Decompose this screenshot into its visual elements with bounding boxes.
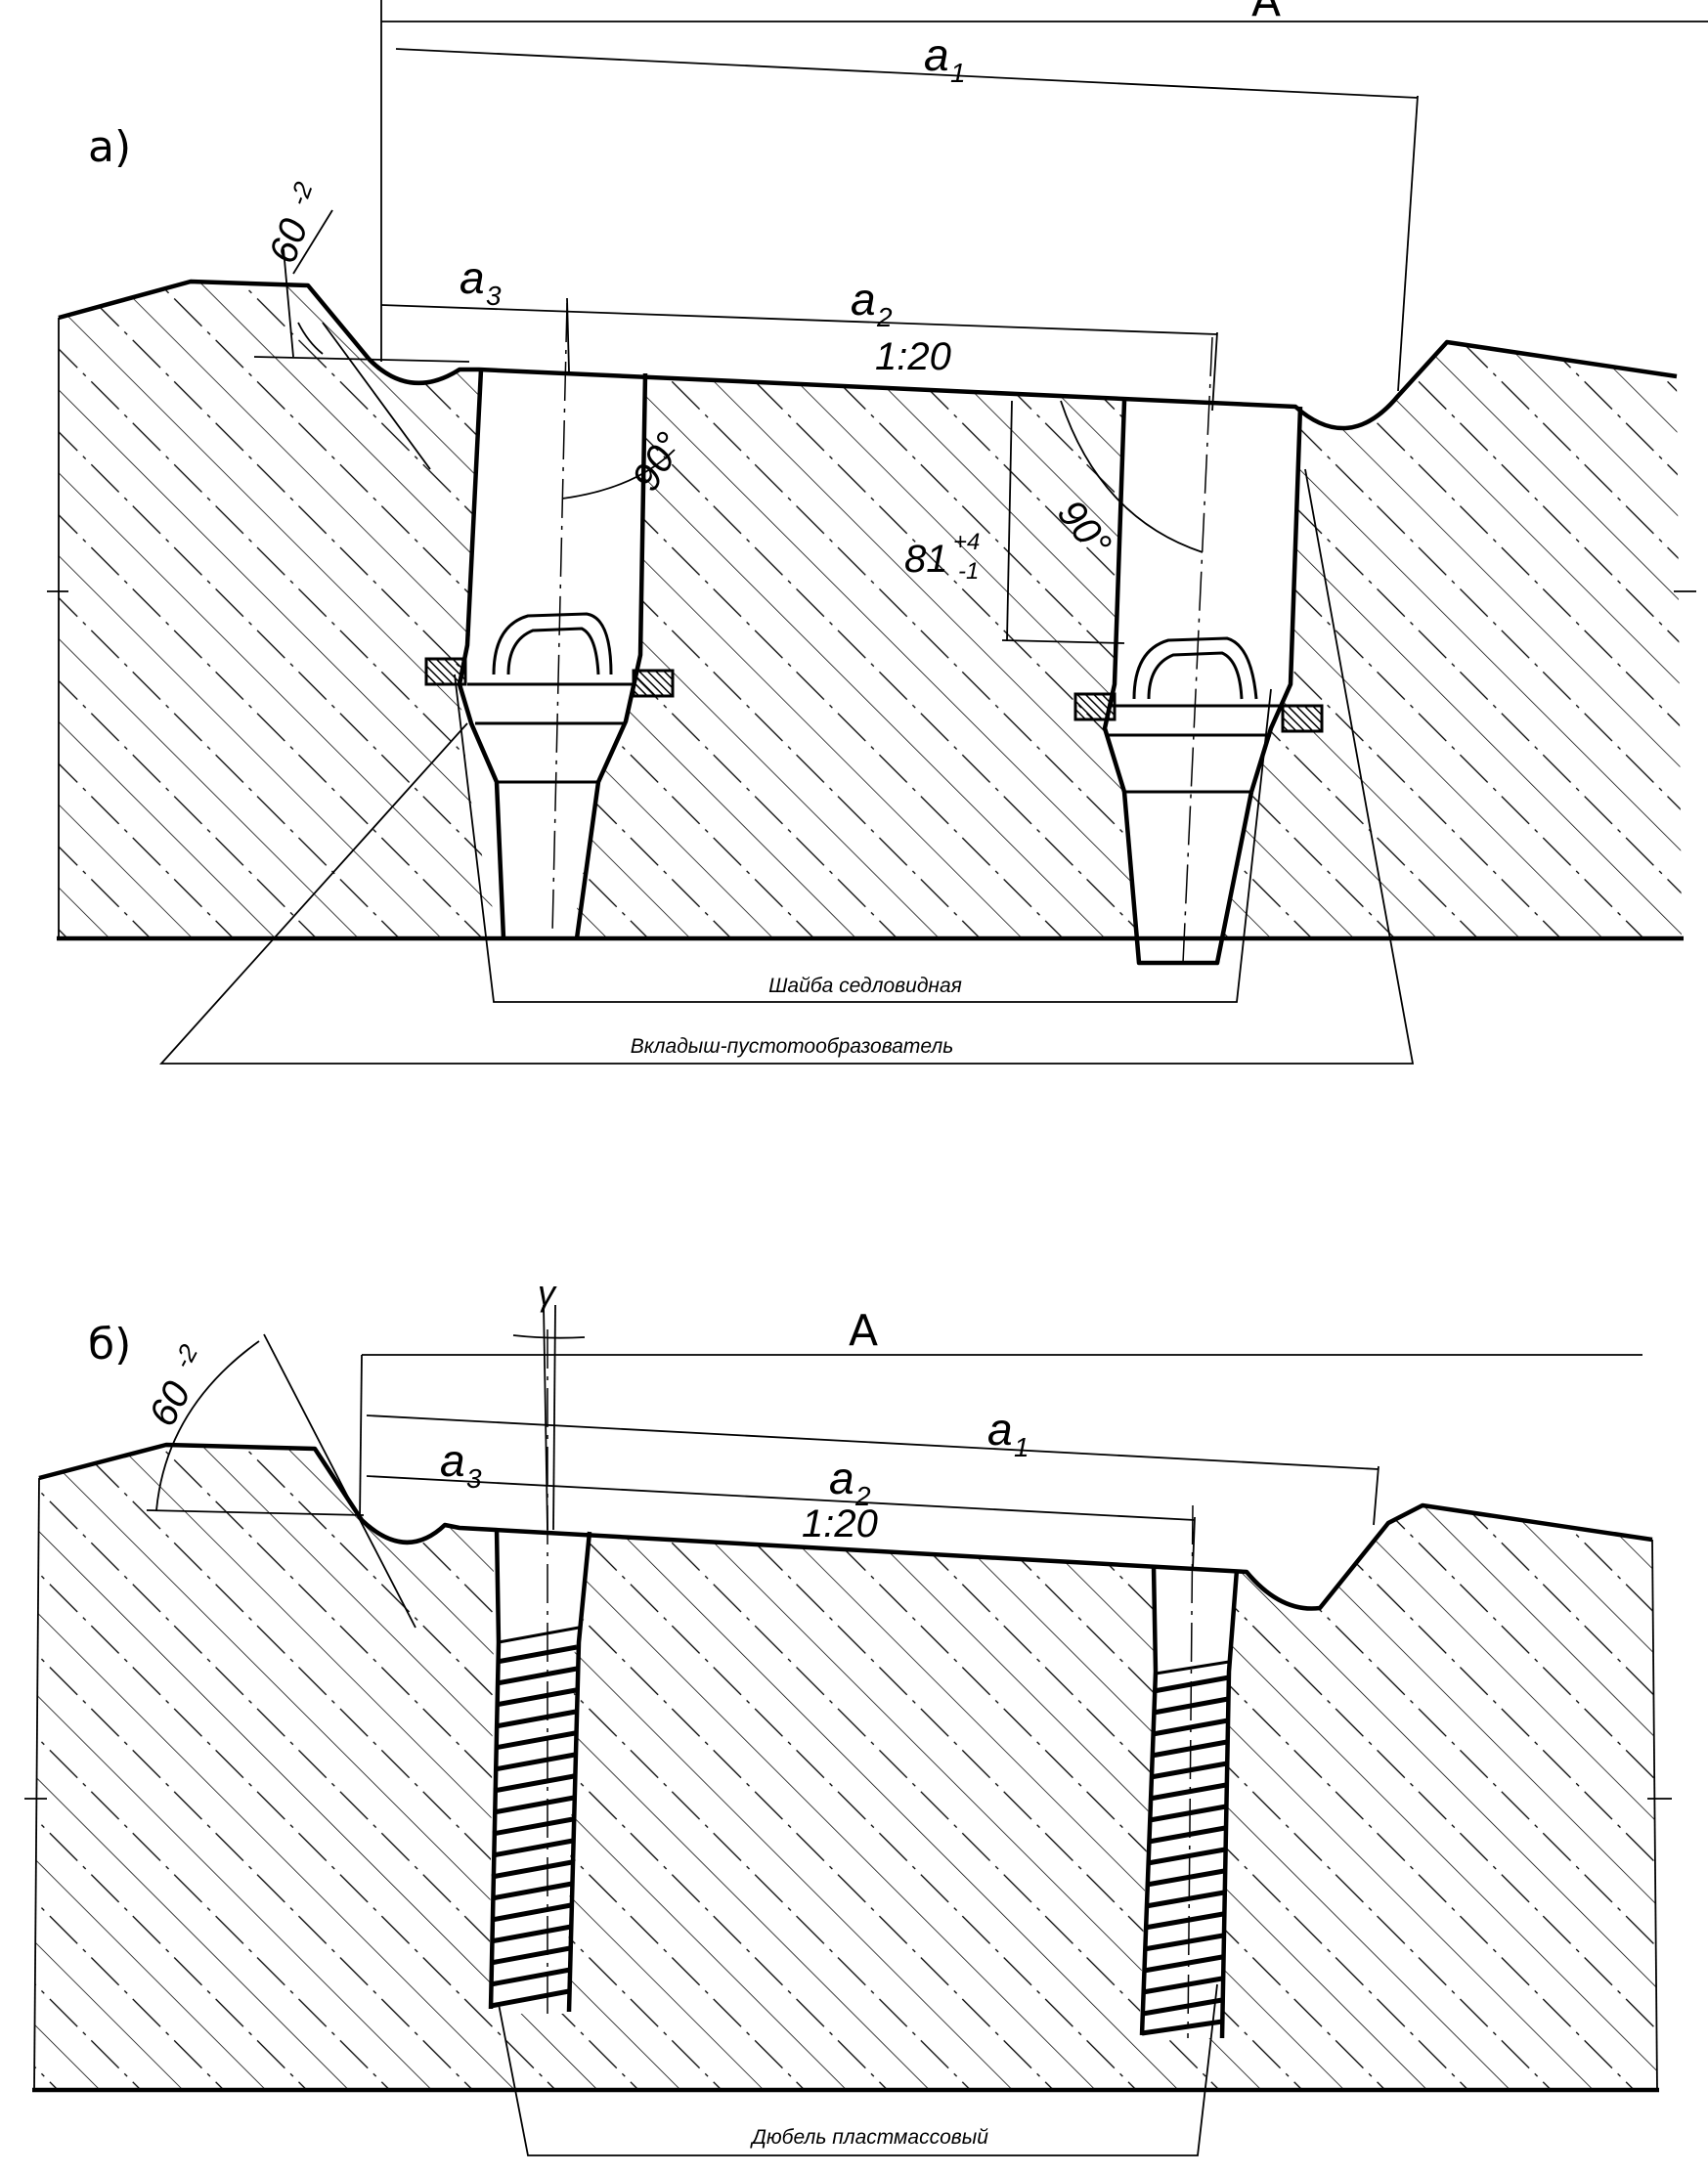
svg-text:2: 2 (854, 1481, 871, 1511)
view-a-letter: а) (88, 122, 131, 172)
svg-text:1: 1 (950, 58, 966, 88)
svg-text:3: 3 (466, 1463, 482, 1494)
view-a-right-insert-cavity (1105, 401, 1300, 963)
view-a-angle-60: 60 (261, 213, 317, 269)
view-b-top-profile (38, 1442, 1653, 1611)
view-a-dim-A: A (1251, 0, 1281, 26)
view-a-slope: 1:20 (875, 335, 951, 378)
svg-text:2: 2 (876, 302, 893, 332)
view-a-concrete-section (59, 282, 1682, 938)
svg-text:-2: -2 (283, 178, 318, 209)
svg-text:-2: -2 (167, 1339, 204, 1373)
view-b-gamma: γ (538, 1273, 557, 1313)
svg-text:3: 3 (486, 281, 502, 311)
view-a-depth: 81 (904, 538, 948, 581)
view-b-dim-A: A (849, 1306, 878, 1356)
view-a-callout-washer: Шайба седловидная (768, 975, 962, 997)
view-a: а) A a 1 a 2 a 3 1:20 60 -2 90° 90° 81 +… (47, 0, 1708, 1065)
view-b-right-dowel-cavity (1139, 1566, 1237, 2038)
view-b-concrete-section (34, 1445, 1657, 2090)
view-a-left-insert-cavity (460, 370, 645, 938)
view-b-letter: б) (88, 1320, 131, 1370)
view-a-dim-a2: a (851, 274, 876, 325)
view-a-right-insert (1073, 336, 1324, 966)
view-b-left-dowel (488, 1329, 592, 2014)
view-a-dim-a1: a (924, 29, 949, 80)
view-a-left-insert (424, 302, 675, 939)
view-b-right-dowel (1139, 1504, 1240, 2039)
svg-text:-1: -1 (958, 558, 979, 585)
view-b: б) A a 1 a 2 a 3 1:20 γ 60 -2 Дюбель пла… (24, 1273, 1672, 2156)
view-a-callout-insert: Вкладыш-пустотообразователь (631, 1035, 954, 1058)
svg-text:+4: +4 (953, 529, 980, 555)
view-b-slope: 1:20 (802, 1502, 878, 1545)
view-b-dim-a1: a (987, 1404, 1013, 1455)
view-b-dim-a2: a (829, 1453, 854, 1503)
view-b-callout-dowel: Дюбель пластмассовый (750, 2126, 988, 2149)
view-a-left-seal (424, 657, 467, 686)
view-a-right-seal (1073, 692, 1117, 721)
view-a-dim-a3: a (460, 252, 485, 303)
view-b-dim-a3: a (440, 1435, 465, 1486)
view-b-angle-60: 60 (141, 1374, 199, 1433)
svg-text:1: 1 (1014, 1432, 1029, 1462)
